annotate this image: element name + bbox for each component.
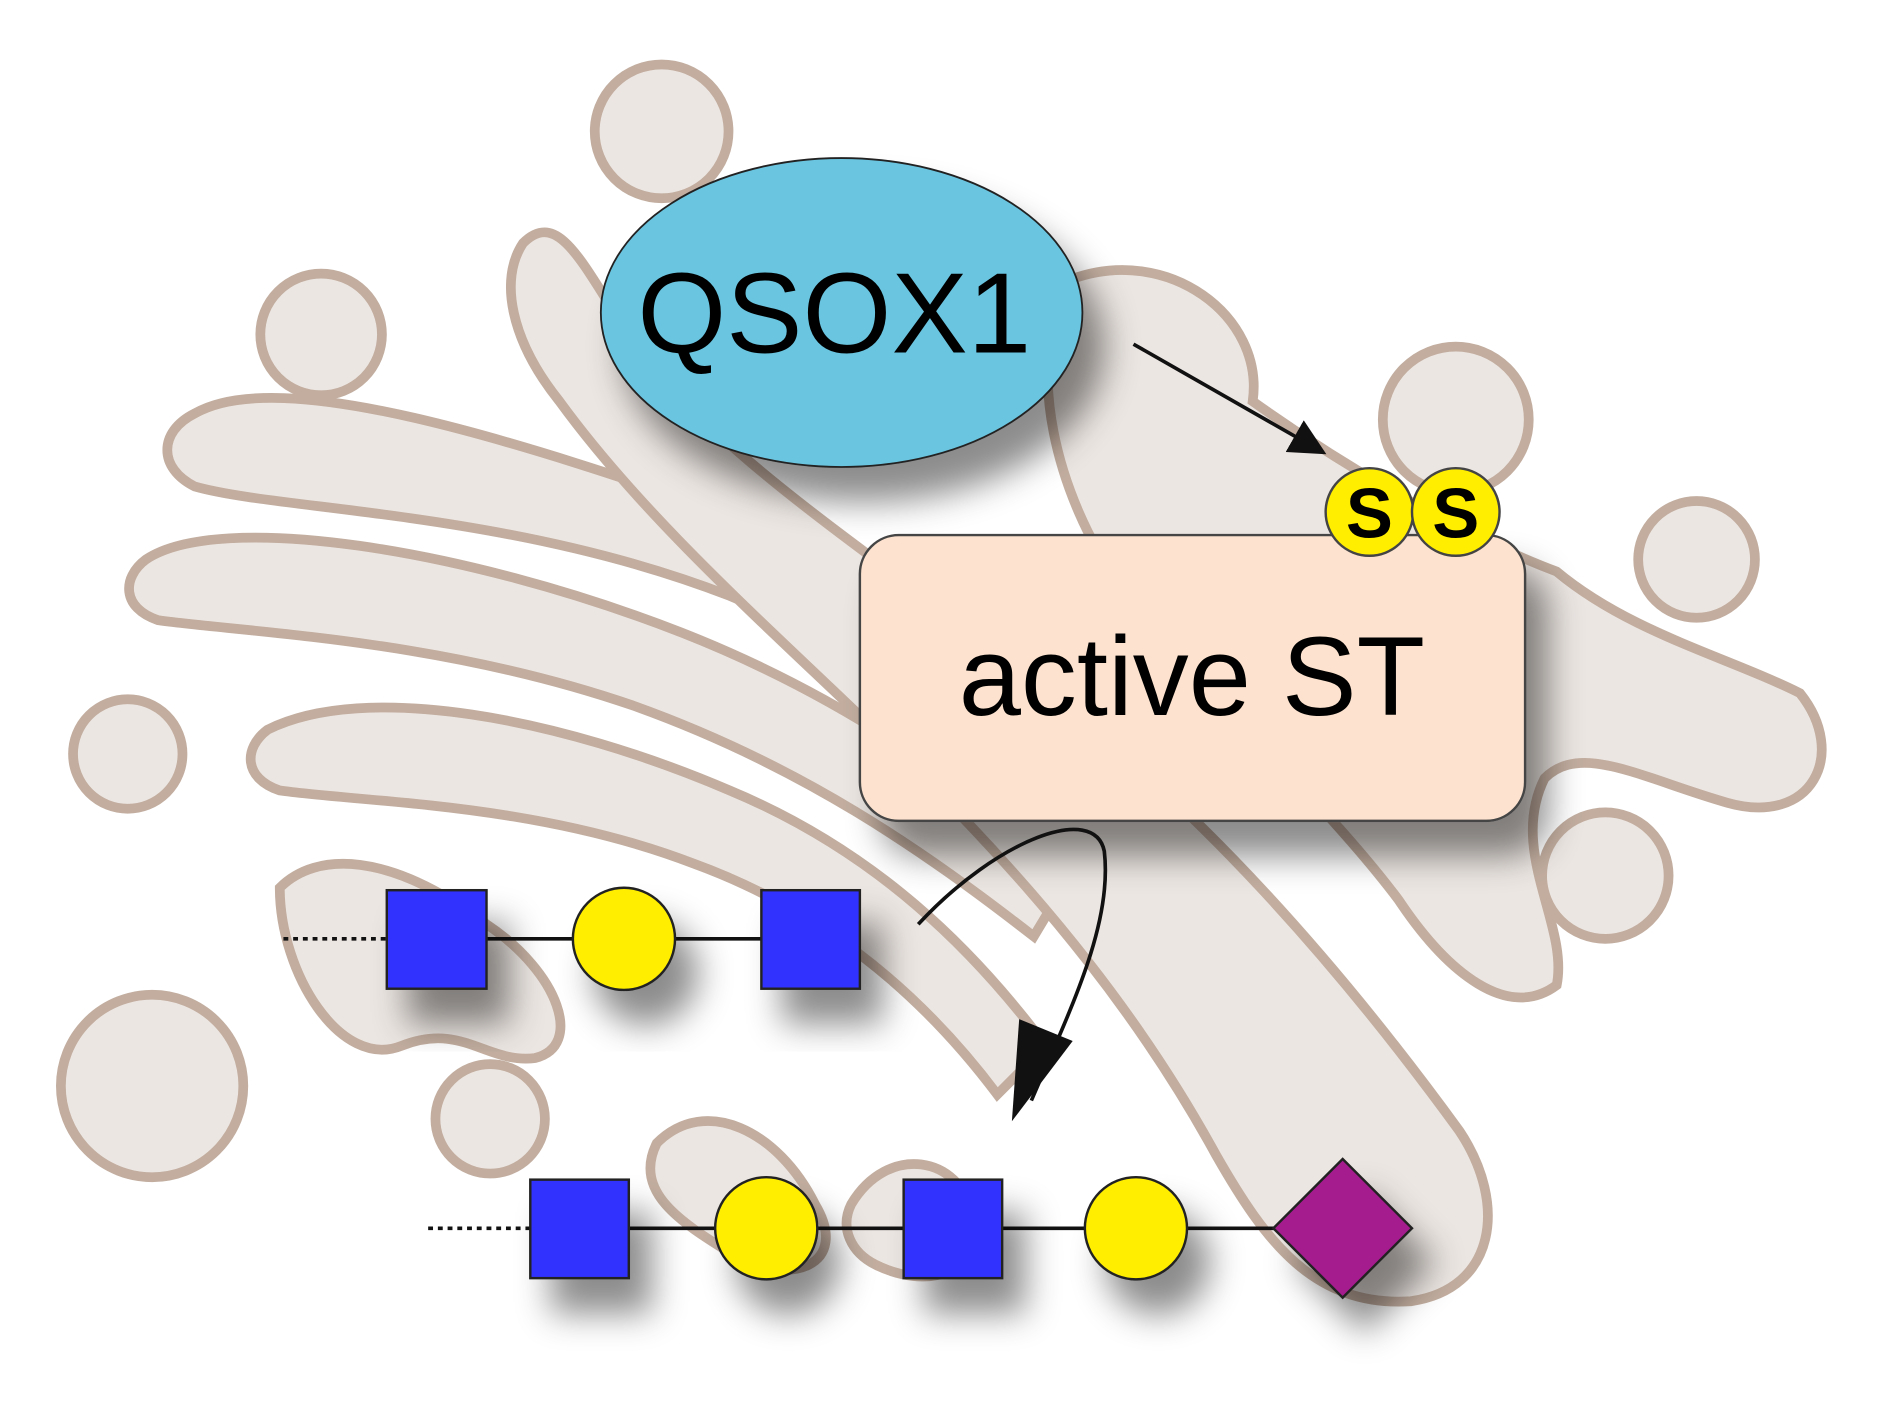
- sialic-acid-diamond: [1271, 1157, 1414, 1300]
- active-st-label: active ST: [959, 614, 1425, 739]
- active-st-node: [858, 533, 1527, 823]
- glycan-before: [283, 886, 862, 992]
- sialylation-arrow: [916, 827, 1108, 1102]
- sulfur-label: S: [1432, 474, 1479, 553]
- arrowhead-icon: [1011, 1019, 1073, 1122]
- oxidation-arrow: [1132, 342, 1327, 455]
- galactose-circle: [571, 886, 677, 992]
- glcnac-square: [385, 888, 488, 990]
- glcnac-square: [902, 1178, 1004, 1280]
- galactose-circle: [1083, 1175, 1189, 1281]
- disulfide-bond: S S: [1324, 466, 1501, 557]
- qsox1-label: QSOX1: [637, 251, 1031, 378]
- sulfur-circle: [1410, 466, 1501, 557]
- galactose-circle: [713, 1175, 819, 1281]
- glycan-after: [428, 1157, 1414, 1300]
- glcnac-square: [760, 888, 862, 990]
- sulfur-label: S: [1346, 474, 1393, 553]
- qsox1-node: [599, 157, 1084, 468]
- glcnac-square: [529, 1178, 631, 1280]
